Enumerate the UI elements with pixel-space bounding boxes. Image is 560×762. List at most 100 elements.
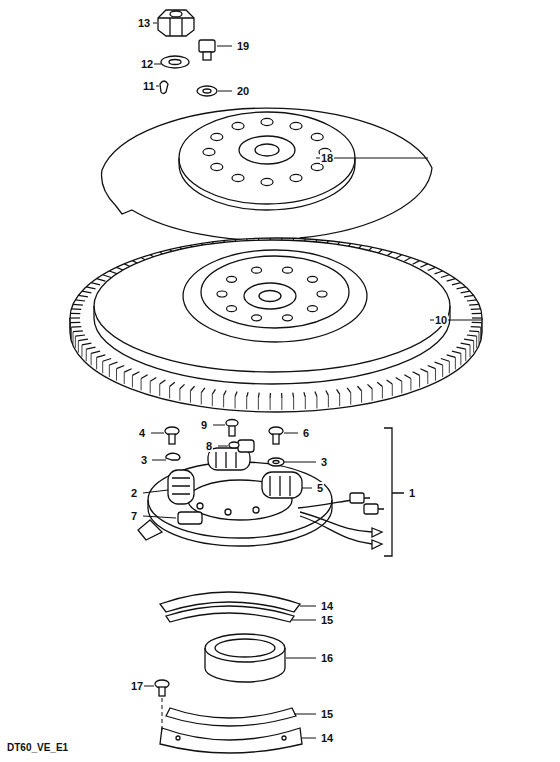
gear-tooth	[70, 318, 71, 330]
gear-tooth	[78, 341, 79, 353]
bolt	[199, 40, 215, 60]
gear-tooth	[435, 271, 443, 274]
gear-tooth	[404, 258, 411, 262]
hole	[307, 276, 317, 282]
hole	[261, 178, 273, 185]
gear-tooth	[413, 372, 420, 376]
gear-tooth	[190, 386, 194, 391]
gear-tooth	[337, 389, 340, 394]
gear-tooth	[382, 387, 383, 399]
gear-tooth	[467, 300, 477, 301]
hole	[307, 306, 317, 312]
hole	[311, 133, 323, 140]
gear-tooth	[73, 330, 83, 332]
gear-tooth	[367, 384, 372, 388]
gear-tooth	[396, 377, 402, 381]
gear-tooth	[124, 369, 131, 372]
gear-tooth	[428, 267, 436, 270]
callout-number: 5	[316, 482, 324, 494]
gear-tooth	[328, 395, 329, 407]
screws	[165, 420, 284, 467]
callout-number: 17	[130, 680, 144, 692]
gear-tooth	[461, 343, 470, 345]
gear-tooth	[457, 347, 466, 349]
gear-tooth	[413, 261, 420, 265]
callout-number: 19	[236, 40, 250, 52]
hole	[203, 148, 215, 155]
callout-number: 9	[200, 419, 208, 431]
gear-tooth	[82, 343, 91, 345]
gear-tooth	[86, 349, 87, 361]
gear-tooth	[401, 381, 402, 393]
gear-tooth	[86, 287, 95, 289]
nut	[158, 10, 194, 36]
callout-number: 7	[130, 510, 138, 522]
washer	[161, 56, 189, 68]
callout-number: 18	[320, 152, 334, 164]
gear-tooth	[150, 381, 151, 393]
gear-tooth	[223, 395, 224, 407]
gear-tooth	[71, 326, 81, 328]
gear-tooth	[70, 313, 80, 314]
drawing-code: DT60_VE_E1	[6, 742, 69, 754]
gear-tooth	[103, 275, 111, 278]
gear-tooth	[75, 300, 85, 301]
gear-tooth	[212, 389, 215, 394]
gear-tooth	[469, 330, 479, 332]
gear-tooth	[281, 393, 282, 398]
gear-tooth	[75, 336, 76, 348]
gear-tooth	[435, 369, 436, 381]
gear-tooth	[481, 323, 482, 335]
hole	[290, 174, 302, 181]
hole	[227, 276, 237, 282]
gear-tooth	[449, 361, 450, 373]
gear-tooth	[469, 304, 479, 306]
hole	[290, 122, 302, 129]
gear-tooth	[91, 351, 100, 353]
gear-tooth	[75, 335, 85, 336]
gear-tooth	[102, 361, 103, 373]
callout-number: 10	[434, 314, 448, 326]
plate-holes	[203, 118, 331, 185]
callout-number: 4	[138, 427, 146, 439]
flywheel-holes	[217, 267, 327, 321]
hole	[282, 267, 292, 273]
gear-tooth	[141, 375, 148, 379]
gear-tooth	[190, 391, 191, 403]
flywheel	[70, 238, 482, 412]
gear-tooth	[258, 398, 259, 410]
gear-tooth	[109, 365, 110, 377]
gear-tooth	[160, 380, 166, 384]
gear-tooth	[470, 345, 471, 357]
gear-tooth	[124, 372, 125, 384]
gear-tooth	[361, 391, 362, 403]
gear-tooth	[420, 264, 427, 267]
gear-tooth	[455, 357, 456, 369]
flywheel-body	[94, 240, 450, 384]
gear-tooth	[132, 375, 133, 387]
gear-tooth	[159, 384, 160, 396]
gear-tooth	[480, 327, 481, 339]
hole	[211, 133, 223, 140]
hole	[261, 118, 273, 125]
gear-tooth	[447, 355, 456, 357]
callout-number: 3	[140, 454, 148, 466]
bracket	[384, 428, 404, 556]
gear-tooth	[461, 291, 470, 293]
gear-tooth	[410, 378, 411, 390]
gear-tooth	[96, 357, 97, 369]
gear-tooth	[387, 380, 393, 384]
callout-number: 14	[320, 600, 334, 612]
gear-tooth	[212, 394, 213, 406]
callout-number: 12	[140, 58, 154, 70]
hole	[252, 315, 262, 321]
gear-tooth	[460, 353, 461, 365]
gear-tooth	[71, 327, 72, 339]
gear-tooth	[464, 339, 474, 340]
gear-tooth	[452, 283, 461, 285]
gear-tooth	[91, 353, 92, 365]
callout-number: 1	[408, 487, 416, 499]
gear-tooth	[392, 384, 393, 396]
gear-tooth	[103, 359, 111, 362]
